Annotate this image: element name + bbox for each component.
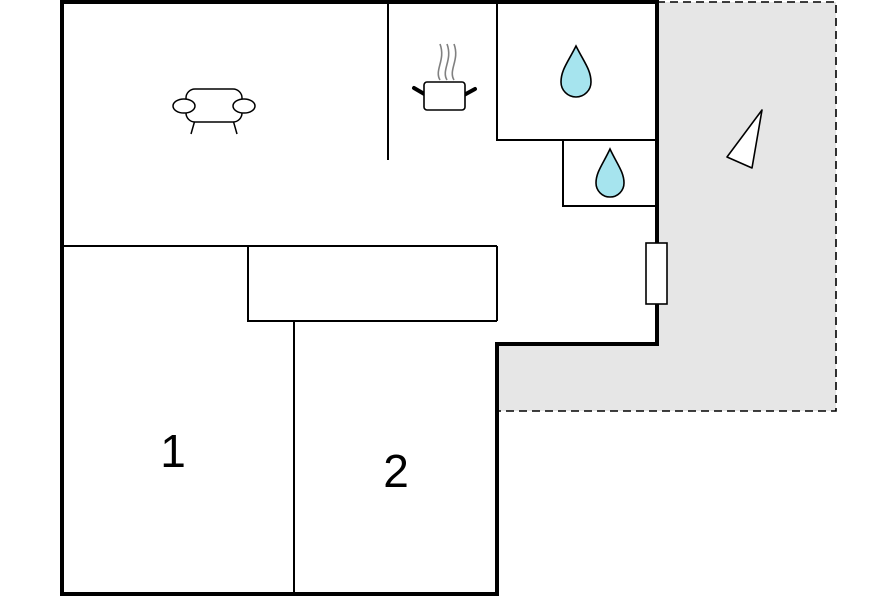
- water-drop-icon: [560, 44, 592, 98]
- terrace: [497, 1, 837, 412]
- wall-wc: [562, 140, 655, 207]
- cooking-pot-icon: [412, 43, 477, 111]
- outer-wall: [60, 0, 659, 596]
- terrace-dashed-border: [497, 1, 837, 412]
- interior-walls: [62, 2, 655, 594]
- terrace-area: [497, 2, 836, 411]
- wall-bathroom: [496, 2, 655, 141]
- sofa-icon: [172, 88, 256, 135]
- room-label-1: 1: [160, 425, 186, 477]
- water-drop-icon: [595, 147, 625, 198]
- terrace-door: [645, 242, 668, 305]
- wall-closet: [247, 246, 497, 322]
- terrace-triangle-icon: [726, 109, 763, 169]
- room-label-2: 2: [383, 445, 409, 497]
